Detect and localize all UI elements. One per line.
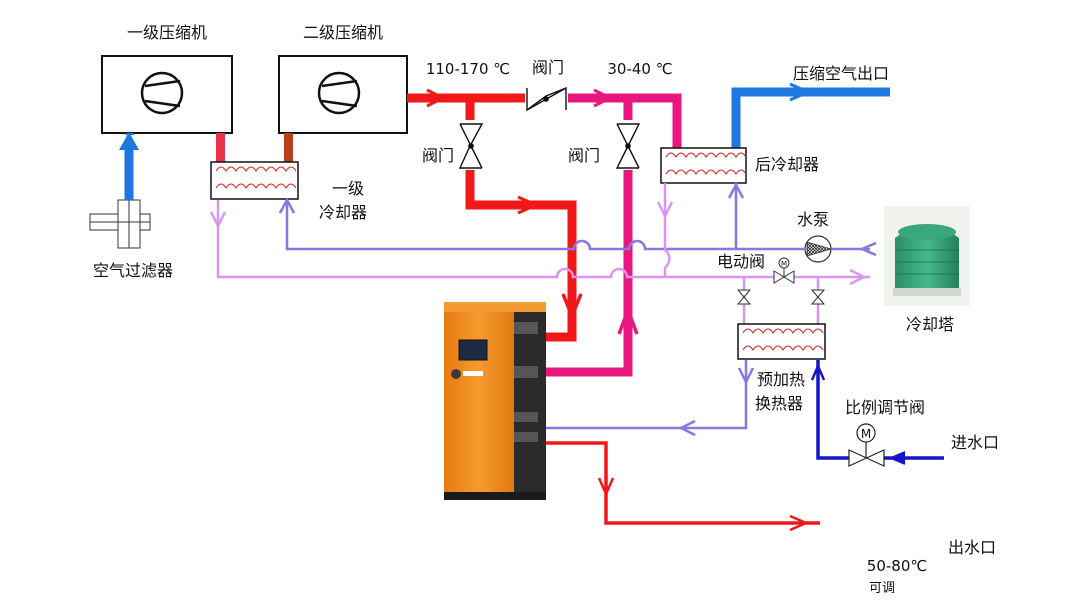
preheat-exchanger — [737, 323, 826, 360]
temp-hot-label: 110-170 ℃ — [426, 60, 510, 78]
cooler-1-label-line2: 冷却器 — [319, 203, 367, 222]
valve-left-label: 阀门 — [422, 146, 454, 165]
aftercooler-label: 后冷却器 — [755, 155, 819, 174]
heat-exchanger-icon — [215, 166, 297, 172]
preheat-label-line1: 预加热 — [757, 370, 805, 389]
brand-logo — [451, 369, 461, 379]
valve-top-label: 阀门 — [532, 58, 564, 77]
motor-label-small: M — [781, 260, 787, 268]
labels: 一级压缩机 二级压缩机 110-170 ℃ 阀门 30-40 ℃ 压缩空气出口 … — [93, 23, 999, 596]
aftercooler — [660, 147, 747, 184]
compressor-icon — [140, 71, 184, 115]
water-pump-icon — [804, 235, 833, 263]
compressor-1-label: 一级压缩机 — [127, 23, 207, 42]
compressor-2 — [278, 55, 408, 134]
air-outlet-label: 压缩空气出口 — [793, 64, 889, 83]
water-inlet-label: 进水口 — [951, 433, 999, 452]
compressor-2-label: 二级压缩机 — [303, 23, 383, 42]
valve-mid — [615, 123, 641, 169]
motorized-valve-icon: M — [773, 257, 795, 284]
proportional-valve-label: 比例调节阀 — [845, 398, 925, 417]
compressor-1 — [101, 55, 233, 134]
motor-valve-label: 电动阀 — [717, 252, 765, 271]
adjustable-label: 可调 — [869, 581, 895, 596]
heat-recovery-unit — [444, 302, 546, 500]
air-filter — [89, 199, 151, 249]
preheat-label-line2: 换热器 — [755, 394, 803, 413]
hot-pipe — [407, 88, 583, 342]
air-filter-label: 空气过滤器 — [93, 261, 173, 280]
cooler-1-label-line1: 一级 — [332, 179, 364, 198]
temp-out-label: 50-80℃ — [867, 557, 927, 575]
water-pump-label: 水泵 — [797, 210, 829, 229]
valve-mid-label: 阀门 — [568, 146, 600, 165]
proportional-valve: M — [848, 423, 885, 467]
temp-warm-label: 30-40 ℃ — [607, 60, 672, 78]
warm-pipe — [542, 88, 682, 377]
cooler-1 — [210, 161, 299, 200]
air-outlet-pipe — [731, 82, 890, 148]
cooling-tower-label: 冷却塔 — [906, 315, 954, 334]
water-inlet-pipe — [810, 360, 944, 465]
motor-label: M — [861, 427, 871, 441]
water-outlet-pipe — [546, 441, 820, 532]
cooling-supply-pipe — [278, 182, 877, 437]
air-intake-pipe — [119, 132, 139, 200]
compressor-icon — [317, 71, 361, 115]
heat-exchanger-icon — [742, 328, 824, 334]
water-outlet-label: 出水口 — [948, 538, 996, 557]
check-valve-icon — [736, 289, 826, 305]
control-screen — [458, 339, 488, 361]
valve-top — [526, 86, 567, 112]
cooling-tower — [884, 206, 970, 306]
valve-left — [458, 123, 484, 169]
heat-exchanger-icon — [665, 152, 747, 158]
interstage-pipes — [216, 133, 293, 163]
